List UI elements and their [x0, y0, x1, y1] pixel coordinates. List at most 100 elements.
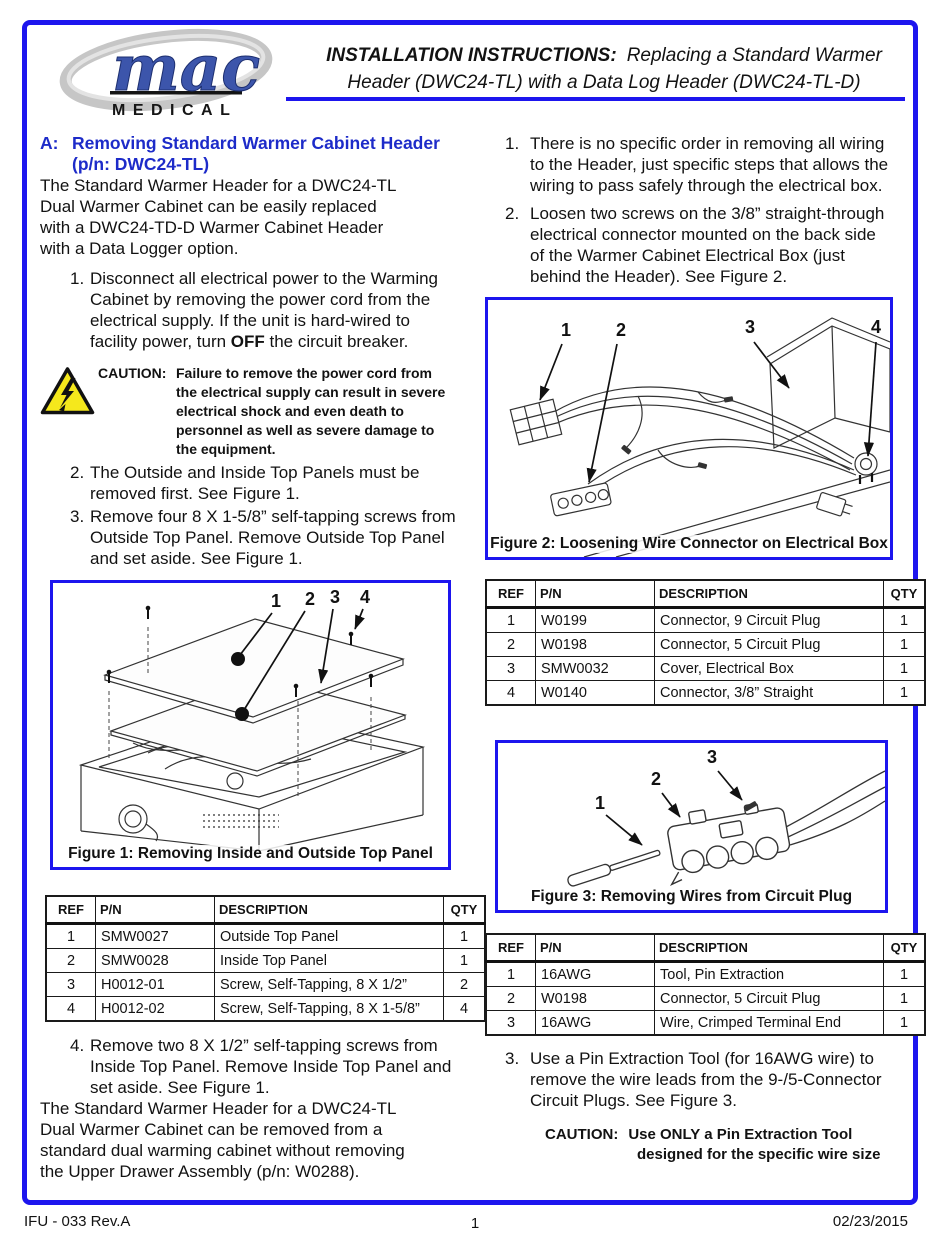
table-cell: Screw, Self-Tapping, 8 X 1-5/8”: [214, 996, 444, 1022]
column-header: QTY: [883, 933, 926, 963]
logo-wordmark: mac: [112, 31, 260, 106]
table-cell: 1: [485, 961, 536, 987]
header-divider: [286, 97, 905, 101]
table-cell: 1: [443, 948, 486, 973]
caution-line-1: CAUTION:Use ONLY a Pin Extraction Tool: [545, 1126, 853, 1143]
table-cell: 16AWG: [535, 961, 655, 987]
step-item-1: 1. There is no specific order in removin…: [505, 133, 911, 196]
table-cell: 2: [485, 632, 536, 657]
step-text: There is no specific order in removing a…: [530, 134, 889, 195]
figure1-callout-3: 3: [330, 587, 340, 607]
logo-underline: [110, 91, 242, 95]
step-text: The Outside and Inside Top Panels must b…: [90, 463, 420, 503]
column-header: REF: [485, 579, 536, 609]
mac-medical-logo: mac MEDICAL: [52, 26, 292, 122]
table-cell: 4: [45, 996, 96, 1022]
figure1-caption: Figure 1: Removing Inside and Outside To…: [53, 845, 448, 863]
table-cell: 4: [443, 996, 486, 1022]
table-cell: 1: [485, 607, 536, 633]
title-label: INSTALLATION INSTRUCTIONS:: [326, 45, 617, 66]
figure2-caption: Figure 2: Loosening Wire Connector on El…: [488, 535, 890, 553]
table-cell: 3: [45, 972, 96, 997]
table-cell: Wire, Crimped Terminal End: [654, 1010, 884, 1036]
table-cell: 1: [883, 656, 926, 681]
section-a-heading: A: Removing Standard Warmer Cabinet Head…: [40, 133, 465, 175]
table-cell: Screw, Self-Tapping, 8 X 1/2”: [214, 972, 444, 997]
figure2-callout-4: 4: [871, 317, 881, 337]
table-cell: SMW0027: [95, 923, 215, 949]
table-cell: 3: [485, 1010, 536, 1036]
step-number: 3.: [505, 1049, 520, 1068]
mac-medical-logo-art: mac MEDICAL: [59, 29, 273, 119]
column-header: P/N: [95, 895, 215, 925]
table-cell: H0012-01: [95, 972, 215, 997]
step-number: 1.: [70, 269, 85, 288]
column-header: P/N: [535, 933, 655, 963]
table-cell: 1: [883, 961, 926, 987]
logo-subtitle: MEDICAL: [112, 102, 237, 119]
table-cell: 1: [443, 923, 486, 949]
step-text: Use a Pin Extraction Tool (for 16AWG wir…: [530, 1049, 882, 1110]
table-cell: W0198: [535, 632, 655, 657]
table-cell: Connector, 5 Circuit Plug: [654, 632, 884, 657]
table-cell: 1: [883, 680, 926, 706]
table-cell: 2: [485, 986, 536, 1011]
step-item-3: 3. Remove four 8 X 1-5/8” self-tapping s…: [70, 506, 465, 569]
figure2-art: 1 2 3 4: [509, 317, 890, 557]
column-header: REF: [485, 933, 536, 963]
step-number: 2.: [70, 463, 85, 482]
column-header: QTY: [883, 579, 926, 609]
caution-line-2: designed for the specific wire size: [637, 1146, 881, 1163]
step-item-4: 4. Remove two 8 X 1/2” self-tapping scre…: [70, 1035, 465, 1098]
section-letter: A:: [40, 133, 59, 153]
figure1-callout-2: 2: [305, 589, 315, 609]
footer-document-id: IFU - 033 Rev.A: [24, 1213, 131, 1230]
figure1-callout-1: 1: [271, 591, 281, 611]
table-cell: 2: [45, 948, 96, 973]
step-item-2: 2. Loosen two screws on the 3/8” straigh…: [505, 203, 911, 287]
column-header: QTY: [443, 895, 486, 925]
figure2-callout-3: 3: [745, 317, 755, 337]
table-cell: W0198: [535, 986, 655, 1011]
step-item-1: 1. Disconnect all electrical power to th…: [70, 268, 465, 352]
table-cell: Cover, Electrical Box: [654, 656, 884, 681]
figure-3: 1 2 3 Figure 3: Removing Wires from Circ…: [495, 740, 888, 913]
step-text: Loosen two screws on the 3/8” straight-t…: [530, 204, 885, 286]
title-line-2: Header (DWC24-TL) with a Data Log Header…: [347, 72, 861, 93]
table-cell: 2: [443, 972, 486, 997]
figure-2: 1 2 3 4 Figure 2: Loosening Wire Connect…: [485, 297, 893, 560]
left-column: A: Removing Standard Warmer Cabinet Head…: [40, 128, 486, 1182]
column-header: DESCRIPTION: [654, 579, 884, 609]
footer-page-number: 1: [470, 1215, 480, 1232]
caution-block-2: CAUTION:Use ONLY a Pin Extraction Tool d…: [545, 1125, 911, 1165]
figure1-callout-4: 4: [360, 587, 370, 607]
figure-1: 1 2 3 4 Figure 1: Removing Inside and Ou…: [50, 580, 451, 870]
table-cell: Connector, 3/8” Straight: [654, 680, 884, 706]
table-cell: 1: [45, 923, 96, 949]
figure2-callout-2: 2: [616, 320, 626, 340]
column-header: P/N: [535, 579, 655, 609]
figure3-callout-3: 3: [707, 747, 717, 767]
title-line-1: INSTALLATION INSTRUCTIONS:Replacing a St…: [326, 45, 882, 66]
footer-date: 02/23/2015: [832, 1213, 908, 1230]
figure3-caption: Figure 3: Removing Wires from Circuit Pl…: [498, 888, 885, 906]
section-title: Removing Standard Warmer Cabinet Header …: [72, 133, 440, 174]
table-cell: W0199: [535, 607, 655, 633]
caution-label: CAUTION:: [545, 1126, 619, 1143]
document-title: INSTALLATION INSTRUCTIONS:Replacing a St…: [300, 42, 908, 96]
table-cell: H0012-02: [95, 996, 215, 1022]
table-cell: 1: [883, 632, 926, 657]
column-header: DESCRIPTION: [214, 895, 444, 925]
